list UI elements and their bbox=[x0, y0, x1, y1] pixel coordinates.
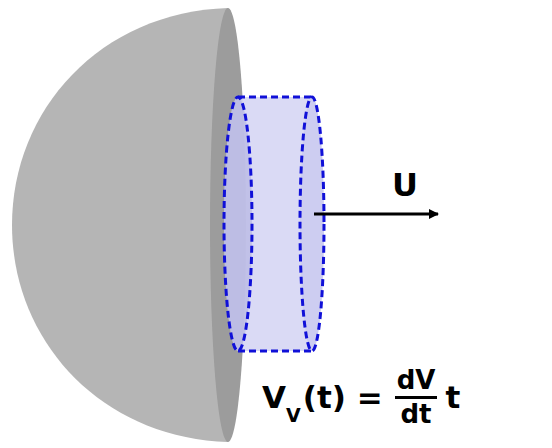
velocity-arrow bbox=[314, 213, 438, 216]
formula-argument: (t) = bbox=[303, 379, 383, 415]
cylinder-edge bbox=[238, 96, 312, 99]
cylinder-edge bbox=[238, 350, 312, 353]
cylinder-back-end bbox=[224, 97, 252, 351]
formula-time: t bbox=[445, 379, 460, 415]
hemisphere bbox=[12, 8, 228, 442]
formula: VV(t) =dVdtt bbox=[262, 366, 460, 428]
fraction-numerator: dV bbox=[395, 366, 438, 399]
cylinder-volume bbox=[224, 97, 324, 351]
cylinder-front-end bbox=[300, 97, 324, 351]
formula-subscript: V bbox=[286, 404, 301, 426]
formula-symbol: V bbox=[262, 379, 286, 415]
fraction: dVdt bbox=[395, 366, 438, 428]
velocity-label: U bbox=[392, 166, 418, 204]
fraction-denominator: dt bbox=[400, 399, 431, 429]
